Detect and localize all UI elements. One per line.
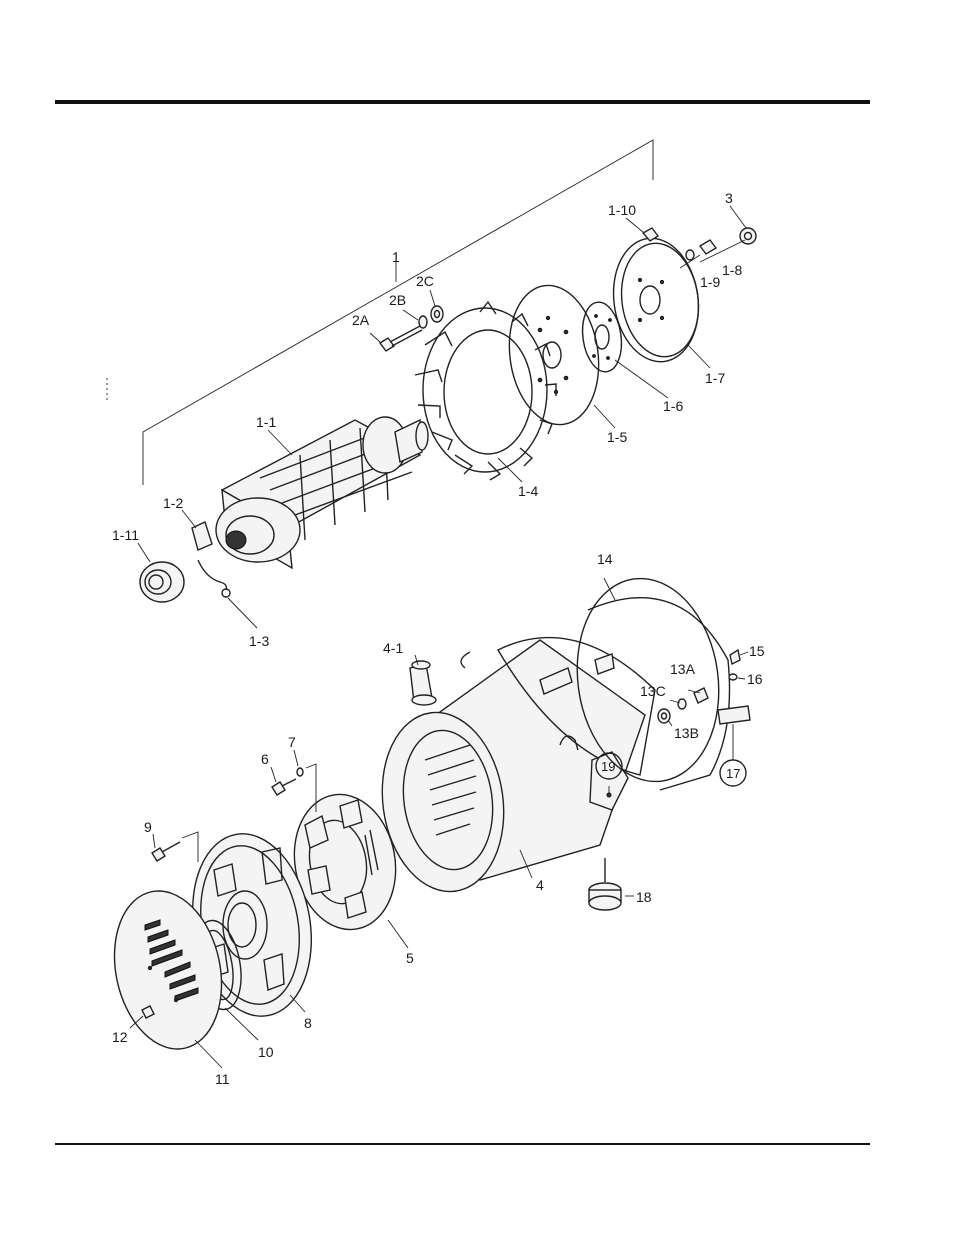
callout-1-9: 1-9 <box>700 274 720 290</box>
coupling-disc <box>501 280 608 431</box>
rectifier-cap <box>410 661 436 705</box>
rotor-armature <box>216 417 428 568</box>
callout-12: 12 <box>112 1029 128 1045</box>
exciter-bolt-set <box>272 764 316 812</box>
callout-1-1: 1-1 <box>256 414 276 430</box>
callout-4: 4 <box>536 877 544 893</box>
callout-1-11: 1-11 <box>112 527 139 543</box>
callout-17: 17 <box>726 766 740 781</box>
callout-13B: 13B <box>674 725 699 741</box>
callout-19: 19 <box>601 759 615 774</box>
callout-1-5: 1-5 <box>607 429 627 445</box>
footer-rule <box>55 1143 870 1145</box>
callout-2A: 2A <box>352 312 370 328</box>
callout-8: 8 <box>304 1015 312 1031</box>
callout-4-1: 4-1 <box>383 640 403 656</box>
callout-10: 10 <box>258 1044 274 1060</box>
callout-18: 18 <box>636 889 652 905</box>
rotor-bearing <box>140 562 184 602</box>
callout-11: 11 <box>215 1071 230 1087</box>
callout-2B: 2B <box>389 292 406 308</box>
callout-1-8: 1-8 <box>722 262 742 278</box>
callout-2C: 2C <box>416 273 434 289</box>
callout-14: 14 <box>597 551 613 567</box>
callout-1-6: 1-6 <box>663 398 683 414</box>
callout-13A: 13A <box>670 661 696 677</box>
cooling-fan <box>415 302 556 480</box>
callout-3: 3 <box>725 190 733 206</box>
callout-1-4: 1-4 <box>518 483 538 499</box>
callout-6: 6 <box>261 751 269 767</box>
header-rule <box>55 100 870 104</box>
callout-13C: 13C <box>640 683 666 699</box>
bracket-bolt <box>152 832 198 862</box>
callout-5: 5 <box>406 950 414 966</box>
callout-1-7: 1-7 <box>705 370 725 386</box>
callout-1-2: 1-2 <box>163 495 183 511</box>
callout-9: 9 <box>144 819 152 835</box>
rubber-mount <box>589 858 621 910</box>
callout-7: 7 <box>288 734 296 750</box>
callout-1-10: 1-10 <box>608 202 636 218</box>
callout-1: 1 <box>392 249 400 265</box>
callout-1-3: 1-3 <box>249 633 269 649</box>
callout-15: 15 <box>749 643 765 659</box>
callout-16: 16 <box>747 671 763 687</box>
